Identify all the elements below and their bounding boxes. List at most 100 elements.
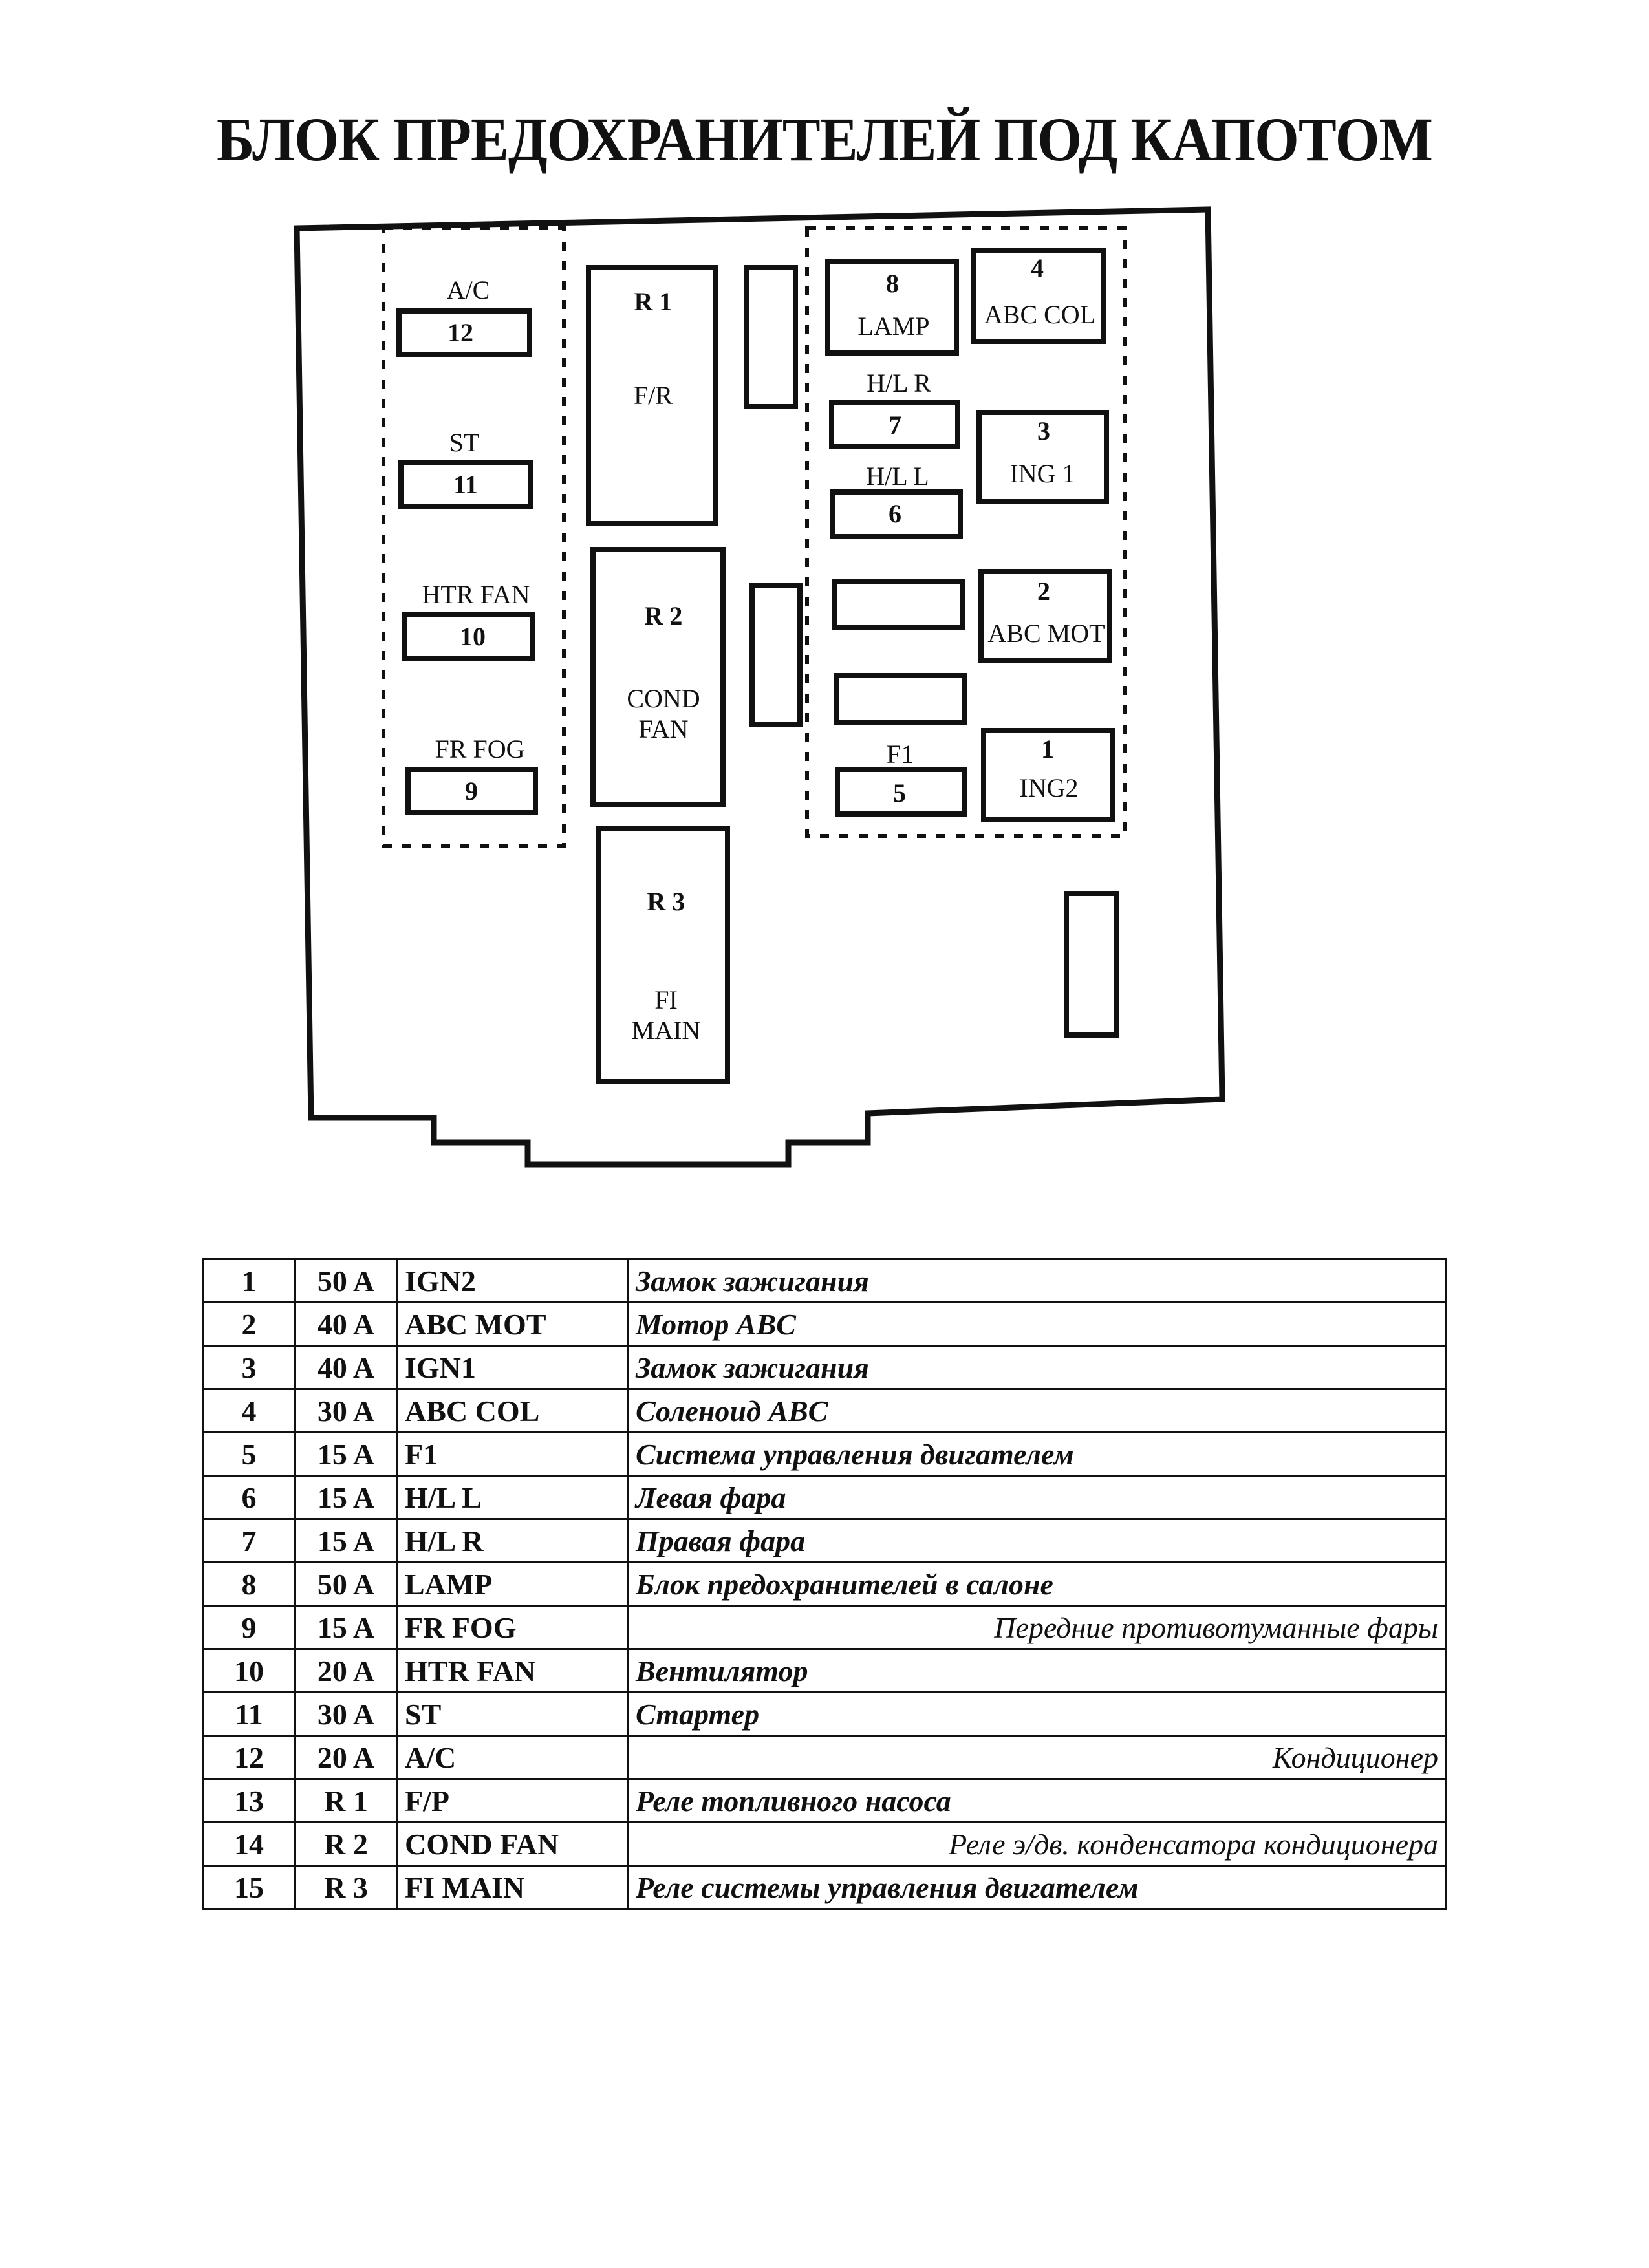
fuse-description-cell: Блок предохранителей в салоне (627, 1561, 1447, 1607)
relay-id: R 1 (634, 287, 673, 316)
left-fuse-group-outline (382, 226, 566, 848)
fuse-label: F1 (887, 740, 914, 769)
fuse-code-cell: F/P (396, 1778, 629, 1823)
fuse-description-cell: Мотор ABC (627, 1301, 1447, 1347)
fuse-rating-cell: 20 A (294, 1735, 398, 1780)
fuse-5-box (835, 767, 967, 817)
fuse-number-cell: 7 (202, 1518, 296, 1563)
fuse-code-cell: ABC MOT (396, 1301, 629, 1347)
relay-name: FI (654, 985, 678, 1014)
fuse-rating-cell: R 2 (294, 1821, 398, 1867)
fuse-number: 8 (886, 269, 899, 298)
spare-slot (749, 583, 803, 727)
fuse-label: ING2 (1019, 773, 1078, 802)
fuse-label: FR FOG (435, 734, 525, 764)
fuse-code-cell: LAMP (396, 1561, 629, 1607)
fuse-label: H/L R (867, 369, 931, 398)
fuse-rating-cell: 15 A (294, 1518, 398, 1563)
fuse-description-cell: Передние противотуманные фары (627, 1605, 1447, 1650)
fuse-rating-cell: 15 A (294, 1605, 398, 1650)
fuse-code-cell: H/L R (396, 1518, 629, 1563)
fuse-rating-cell: 30 A (294, 1388, 398, 1433)
fuse-description-cell: Замок зажигания (627, 1345, 1447, 1390)
relay-name: F/R (634, 381, 673, 410)
fuse-7-box (829, 400, 960, 449)
relay-r1-box (586, 265, 718, 526)
fuse-label: ABC COL (984, 300, 1095, 329)
fuse-4-box (971, 248, 1106, 344)
fuse-code-cell: FR FOG (396, 1605, 629, 1650)
fuse-description-cell: Замок зажигания (627, 1258, 1447, 1303)
fuse-code-cell: IGN1 (396, 1345, 629, 1390)
fuse-number: 11 (453, 470, 478, 499)
fuse-rating-cell: 40 A (294, 1345, 398, 1390)
fuse-code-cell: ABC COL (396, 1388, 629, 1433)
page-title: БЛОК ПРЕДОХРАНИТЕЛЕЙ ПОД КАПОТОМ (217, 105, 1433, 174)
spare-slot (1064, 891, 1119, 1038)
fuse-rating-cell: R 3 (294, 1865, 398, 1910)
spare-slot (744, 265, 798, 409)
fuse-number-cell: 11 (202, 1691, 296, 1737)
fuse-description-cell: Система управления двигателем (627, 1431, 1447, 1477)
fuse-rating-cell: 30 A (294, 1691, 398, 1737)
fuse-number: 1 (1041, 734, 1054, 764)
fuse-label: LAMP (857, 312, 929, 341)
fuse-10-box (402, 612, 535, 661)
fuse-description-cell: Левая фара (627, 1475, 1447, 1520)
fuse-label: ING 1 (1009, 459, 1075, 488)
fuse-description-cell: Реле системы управления двигателем (627, 1865, 1447, 1910)
fuse-code-cell: COND FAN (396, 1821, 629, 1867)
fuse-number-cell: 13 (202, 1778, 296, 1823)
fuse-number-cell: 14 (202, 1821, 296, 1867)
empty-fuse-slot (834, 673, 967, 725)
fuse-2-box (978, 569, 1112, 663)
fuse-rating-cell: 50 A (294, 1561, 398, 1607)
fuse-number-cell: 9 (202, 1605, 296, 1650)
fuse-number-cell: 2 (202, 1301, 296, 1347)
fuse-description-cell: Реле э/дв. конденсатора кондиционера (627, 1821, 1447, 1867)
fuse-description-cell: Вентилятор (627, 1648, 1447, 1693)
fuse-number: 9 (465, 776, 478, 806)
fuse-number-cell: 3 (202, 1345, 296, 1390)
fuse-label: ABC MOT (987, 619, 1105, 648)
relay-name: MAIN (632, 1016, 701, 1045)
fuse-rating-cell: R 1 (294, 1778, 398, 1823)
fuse-12-box (396, 308, 532, 357)
fuse-rating-cell: 15 A (294, 1431, 398, 1477)
fuse-number: 6 (889, 499, 901, 528)
fuse-label: H/L L (866, 462, 929, 491)
fuse-number: 10 (460, 622, 486, 651)
fuse-3-box (976, 410, 1109, 504)
fuse-number-cell: 4 (202, 1388, 296, 1433)
relay-id: R 2 (645, 601, 683, 630)
fuse-rating-cell: 20 A (294, 1648, 398, 1693)
fuse-number-cell: 15 (202, 1865, 296, 1910)
fuse-description-cell: Реле топливного насоса (627, 1778, 1447, 1823)
relay-name: COND (627, 684, 700, 713)
fuse-number-cell: 6 (202, 1475, 296, 1520)
empty-fuse-slot (832, 579, 965, 630)
fuse-description-cell: Правая фара (627, 1518, 1447, 1563)
fuse-rating-cell: 40 A (294, 1301, 398, 1347)
fuse-box-diagram: A/C 12 ST 11 HTR FAN 10 FR FOG 9 R 1 F/R… (294, 206, 1225, 1168)
fuse-9-box (405, 767, 538, 815)
fuse-number-cell: 1 (202, 1258, 296, 1303)
fuse-box-outline (294, 206, 1225, 1168)
fuse-11-box (398, 460, 533, 509)
fuse-number: 7 (889, 411, 901, 440)
right-fuse-group-outline (805, 226, 1127, 838)
fuse-code-cell: F1 (396, 1431, 629, 1477)
